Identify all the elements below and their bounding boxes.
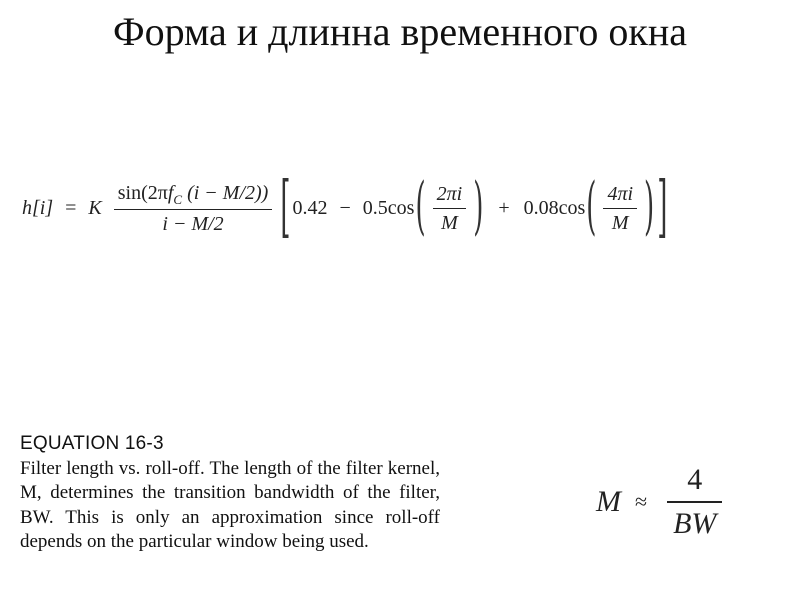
- approx-lhs-m: M: [596, 485, 621, 518]
- paren-close-1: ): [473, 172, 484, 244]
- equation-caption: EQUATION 16-3 Filter length vs. roll-off…: [20, 432, 440, 555]
- cos-arg-num-1: 2πi: [436, 182, 463, 205]
- cos-arg-den-2: M: [611, 211, 629, 234]
- filter-length-equation: M ≈ 4 BW: [596, 462, 728, 542]
- eq-lhs-index: [i]: [32, 196, 54, 219]
- eq-equals: =: [65, 196, 77, 219]
- sinc-numerator: sin(2πfC (i − M/2)): [117, 181, 269, 207]
- eq-k: K: [88, 196, 102, 219]
- term-042: 0.42: [292, 196, 328, 219]
- caption-text: Filter length vs. roll-off. The length o…: [20, 457, 440, 553]
- fraction-bar: [113, 208, 273, 210]
- paren-open-2: (: [586, 172, 597, 244]
- plus-sign: +: [498, 196, 510, 219]
- caption-heading: EQUATION 16-3: [20, 433, 164, 454]
- paren-close-2: ): [644, 172, 655, 244]
- right-bracket: ]: [657, 169, 668, 247]
- sinc-fraction: sin(2πfC (i − M/2)) i − M/2: [113, 181, 273, 236]
- cos-arg-fraction-2: 4πi M: [603, 182, 638, 235]
- minus-sign: −: [339, 196, 351, 219]
- fraction-bar: [432, 207, 467, 209]
- cos-arg-num-2: 4πi: [607, 182, 634, 205]
- sinc-denominator: i − M/2: [162, 212, 224, 235]
- paren-open-1: (: [415, 172, 426, 244]
- approx-fraction: 4 BW: [667, 463, 723, 541]
- approx-symbol: ≈: [635, 489, 648, 514]
- cos-arg-fraction-1: 2πi M: [432, 182, 467, 235]
- fraction-bar: [603, 207, 638, 209]
- fraction-bar: [667, 501, 723, 503]
- term-008cos: 0.08cos: [523, 196, 586, 219]
- page-title: Форма и длинна временного окна: [112, 9, 687, 54]
- term-05cos: 0.5cos: [362, 196, 415, 219]
- approx-denominator: BW: [673, 507, 717, 540]
- blackman-window-equation: h [i] = K sin(2πfC (i − M/2)) i − M/2 [ …: [22, 168, 669, 248]
- cos-arg-den-1: M: [441, 211, 458, 234]
- eq-lhs-h: h: [22, 196, 32, 219]
- approx-numerator: 4: [687, 463, 703, 496]
- left-bracket: [: [280, 169, 291, 247]
